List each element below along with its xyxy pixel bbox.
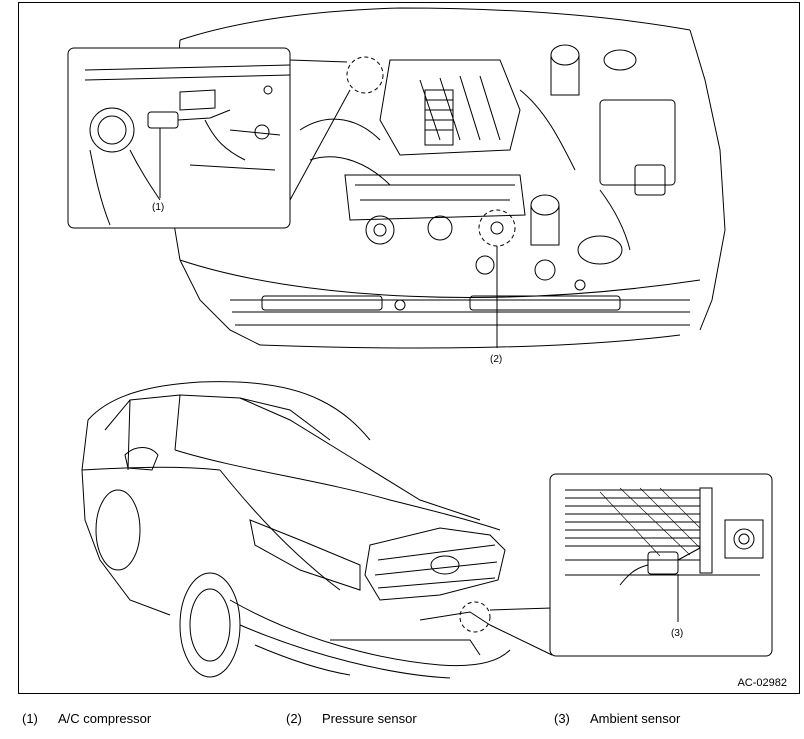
legend-label: Pressure sensor: [322, 711, 417, 726]
callout-2: (2): [490, 354, 502, 365]
legend: (1) A/C compressor (2) Pressure sensor (3)…: [0, 708, 804, 732]
legend-item-2: (2) Pressure sensor: [286, 711, 417, 726]
inset-compressor-detail: (1): [67, 47, 351, 229]
car-illustration: [81, 381, 553, 679]
callout-3: (3): [671, 628, 683, 639]
engine-bay-illustration: (2): [169, 7, 726, 365]
figure-id: AC-02982: [737, 677, 787, 689]
callout-1: (1): [152, 202, 164, 213]
ambient-sensor-circle: [459, 601, 491, 633]
legend-number: (3): [554, 711, 570, 726]
legend-number: (2): [286, 711, 302, 726]
compressor-location-circle: [346, 56, 384, 94]
inset-ambient-sensor-detail: (3): [549, 473, 773, 657]
legend-label: A/C compressor: [58, 711, 152, 726]
legend-number: (1): [22, 711, 38, 726]
legend-label: Ambient sensor: [590, 711, 681, 726]
legend-item-3: (3) Ambient sensor: [554, 711, 680, 726]
legend-item-1: (1) A/C compressor: [22, 711, 151, 726]
